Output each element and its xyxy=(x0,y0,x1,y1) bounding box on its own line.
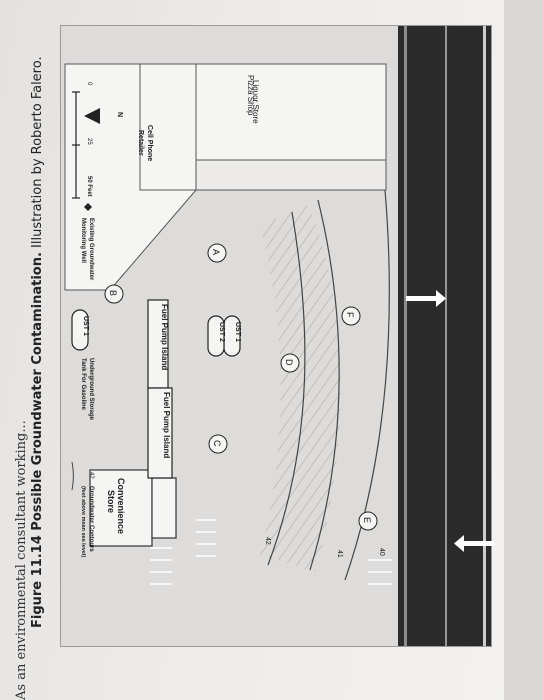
contour-label-41: 41 xyxy=(336,550,343,558)
contour-label-42: 42 xyxy=(264,537,271,545)
cell-phone-label-2: Retailer xyxy=(137,130,144,156)
road-edge-line xyxy=(483,26,486,646)
well-d-label: D xyxy=(284,359,294,366)
legend-ust-sample: UST 1 xyxy=(71,309,89,351)
legend-contour-value: 42 xyxy=(88,472,94,479)
well-d: D xyxy=(280,353,300,373)
contamination-plume xyxy=(260,205,341,572)
legend-well-line1: Existing Groundwater xyxy=(88,218,94,281)
pizza-shop-label: Pizza Shop xyxy=(246,75,255,116)
contour-line-40 xyxy=(344,189,390,581)
fuel-pump-island-1: Fuel Pump Island xyxy=(147,299,169,389)
north-label: N xyxy=(116,112,123,117)
contour-line-42 xyxy=(267,211,306,566)
legend-contour-line1: Groundwater Contours xyxy=(88,486,94,552)
convenience-label-1: Convenience xyxy=(116,478,126,534)
legend-ust-label: UST 1 xyxy=(82,316,89,336)
well-e-label: E xyxy=(362,517,372,523)
road xyxy=(398,26,491,646)
ust-2: UST 2 xyxy=(207,315,225,357)
road-center-line xyxy=(445,26,447,646)
convenience-label-2: Store xyxy=(106,490,116,513)
arrow-up-icon xyxy=(454,535,494,552)
scale-label-0: 0 xyxy=(86,82,92,86)
cell-phone-label-1: Cell Phone xyxy=(146,125,153,161)
fuel-pump-island-2-label: Fuel Pump Island xyxy=(162,392,171,458)
fuel-pump-island-2: Fuel Pump Island xyxy=(147,387,173,479)
ust-1: UST 1 xyxy=(223,315,241,357)
road-edge-line xyxy=(404,26,407,646)
contour-line-41 xyxy=(309,199,340,571)
legend-contour-line2: (feet above mean sea level) xyxy=(80,486,86,557)
diamond-icon xyxy=(84,203,92,211)
fuel-pump-island-1-label: Fuel Pump Island xyxy=(160,304,169,370)
scale-label-25: 25 xyxy=(86,138,92,145)
well-c: C xyxy=(208,434,228,454)
well-e: E xyxy=(358,511,378,531)
legend-contour-sample xyxy=(71,461,74,491)
ust-1-label: UST 1 xyxy=(234,322,241,342)
scale-bar xyxy=(72,91,80,199)
liquor-store: Liquor Store xyxy=(195,63,387,161)
convenience-store: Convenience Store xyxy=(89,469,177,547)
legend-ust-line1: Underground Storage xyxy=(88,358,94,421)
page-margin xyxy=(504,0,543,700)
well-a-label: A xyxy=(211,249,221,255)
north-arrow-icon xyxy=(84,108,100,124)
scale-label-50: 50 Feet xyxy=(86,176,92,197)
well-b: B xyxy=(104,284,124,304)
body-text: As an environmental consultant working..… xyxy=(14,420,29,700)
legend-ust-line2: Tank For Gasoline xyxy=(80,358,86,411)
legend-well-line2: Monitoring Well xyxy=(80,218,86,263)
liquor-store-label: Liquor Store xyxy=(251,80,260,124)
pizza-shop: Pizza Shop xyxy=(139,63,387,191)
arrow-down-icon xyxy=(406,290,446,307)
parking-stripes xyxy=(150,519,392,585)
contour-label-40: 40 xyxy=(378,548,385,556)
well-b-label: B xyxy=(108,290,118,296)
well-a: A xyxy=(207,243,227,263)
well-f-label: F xyxy=(345,312,355,318)
ust-2-label: UST 2 xyxy=(218,322,225,342)
well-f: F xyxy=(341,306,361,326)
well-c-label: C xyxy=(212,440,222,447)
